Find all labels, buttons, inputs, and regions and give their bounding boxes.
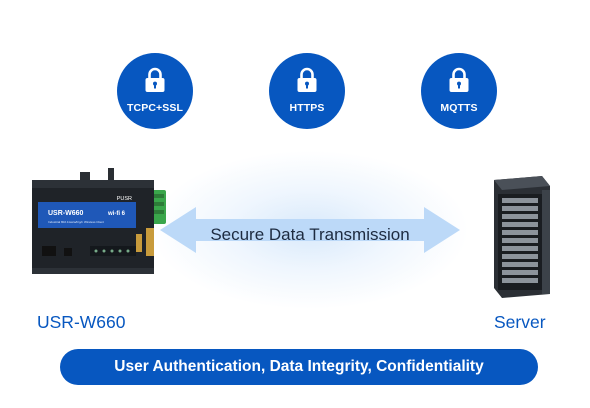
protocol-label: MQTTS (440, 102, 478, 114)
lock-icon (297, 67, 317, 92)
usr-w660-device-image: PUSR USR-W660 wi-fi 6 Industrial 802.11a… (32, 168, 166, 274)
features-text: User Authentication, Data Integrity, Con… (114, 358, 484, 375)
device-brand-text: PUSR (117, 196, 132, 202)
device-wifi-text: wi-fi 6 (107, 211, 126, 217)
lock-icon (449, 67, 469, 92)
device-subtitle-text: Industrial 802.11ax/a/b/g/n Wireless Cli… (48, 220, 104, 224)
protocol-label: HTTPS (289, 102, 325, 114)
transmission-label: Secure Data Transmission (210, 225, 410, 244)
server-caption: Server (494, 312, 546, 332)
device-model-text: USR-W660 (48, 210, 84, 217)
protocol-badge-tcpc-ssl: TCPC+SSL (117, 53, 193, 129)
device-caption: USR-W660 (37, 312, 126, 332)
protocol-badge-mqtts: MQTTS (421, 53, 497, 129)
double-arrow (160, 207, 460, 253)
server-image (494, 176, 550, 298)
lock-icon (145, 67, 165, 92)
protocol-label: TCPC+SSL (127, 102, 183, 114)
protocol-badge-https: HTTPS (269, 53, 345, 129)
features-bar: User Authentication, Data Integrity, Con… (60, 349, 538, 385)
